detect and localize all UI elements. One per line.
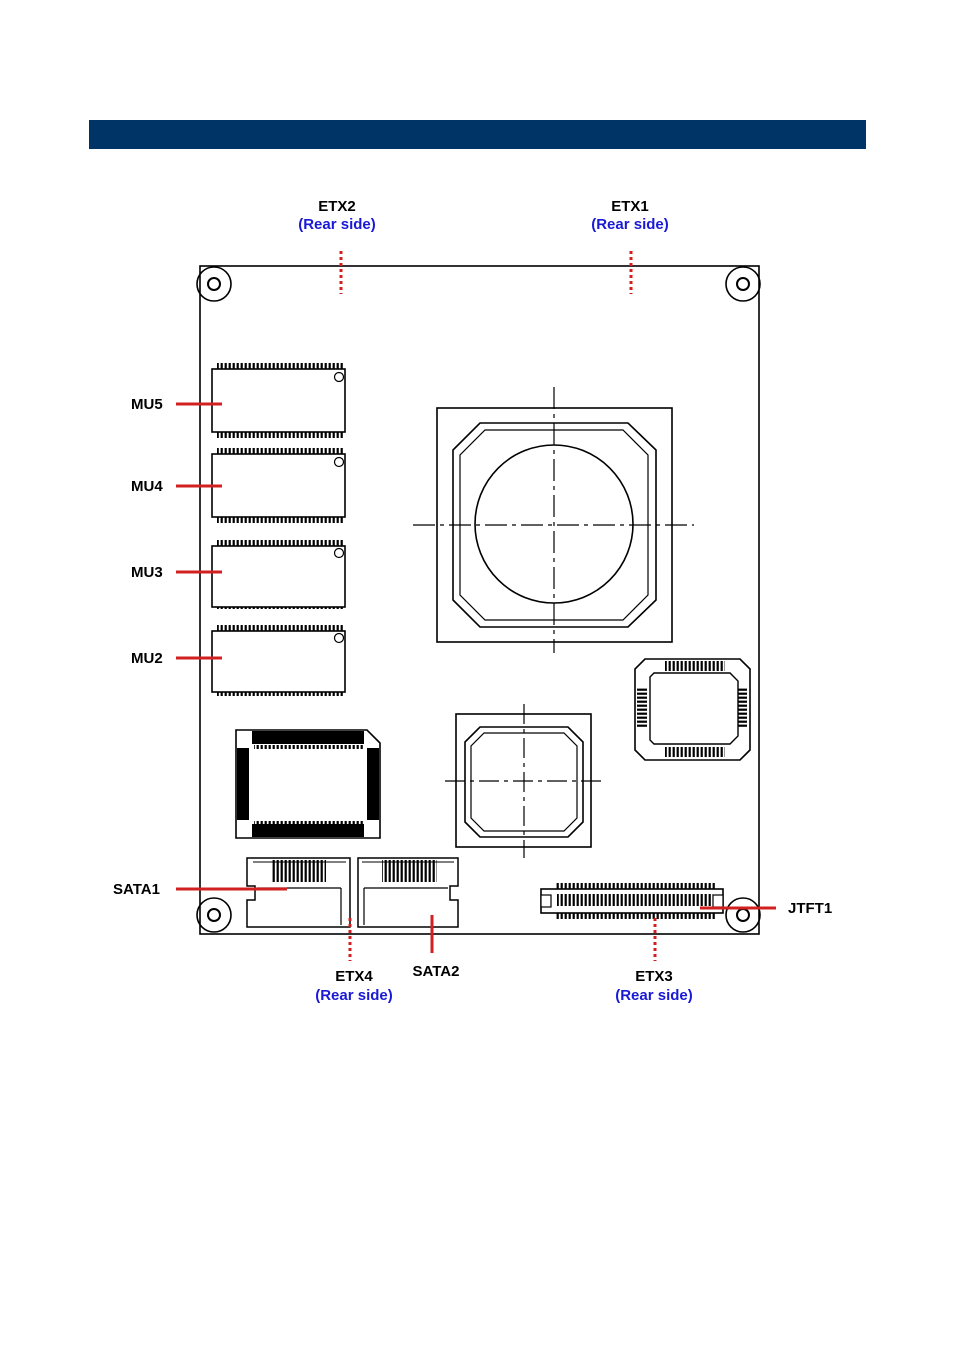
mounting-hole-top-left	[197, 267, 231, 301]
mounting-hole-bottom-right	[726, 898, 760, 932]
memory-chip-mu4	[212, 448, 345, 523]
memory-chip-mu5	[212, 363, 345, 438]
mounting-hole-bottom-left	[197, 898, 231, 932]
memory-chip-mu2	[212, 625, 345, 696]
jtft1-connector	[541, 883, 723, 919]
mounting-hole-top-right	[726, 267, 760, 301]
cpu-bga-package	[413, 387, 694, 653]
memory-chip-mu3	[212, 540, 345, 609]
plcc-chip	[635, 659, 750, 760]
chipset-package	[445, 704, 601, 858]
sata1-connector	[247, 858, 350, 927]
sata2-connector	[358, 858, 458, 927]
qfp-chip	[236, 730, 380, 838]
